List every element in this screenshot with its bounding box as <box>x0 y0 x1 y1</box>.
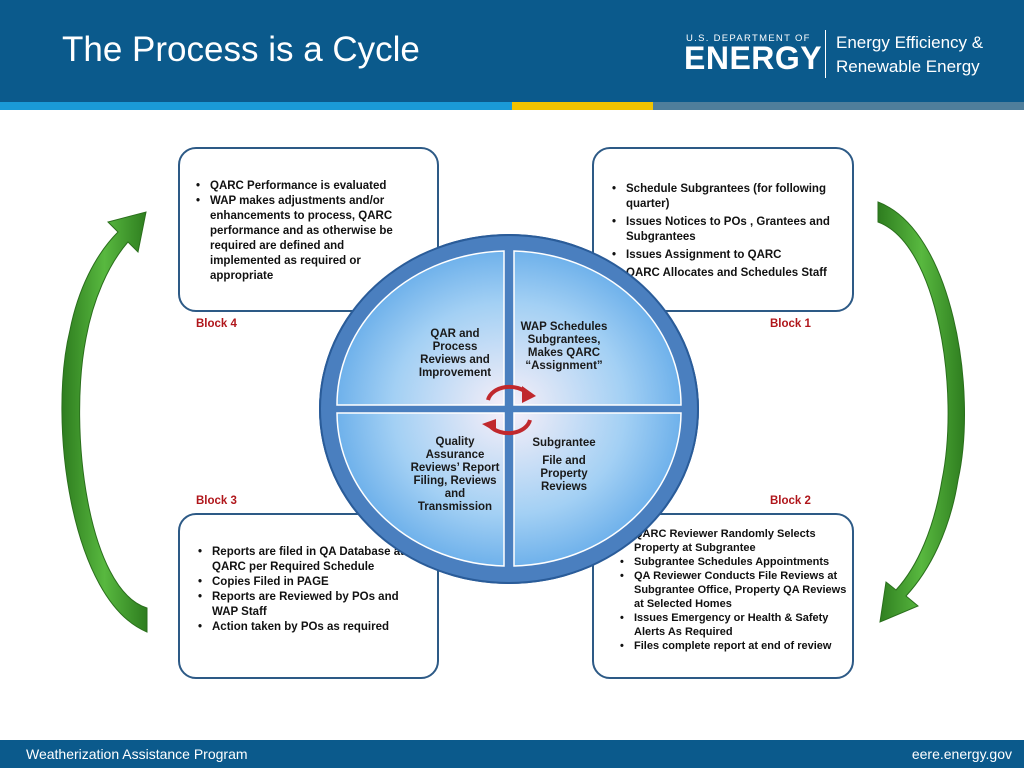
block-3-label: Block 3 <box>196 495 237 507</box>
list-item: Issues Assignment to QARC <box>610 248 846 263</box>
list-item: Reports are filed in QA Database at QARC… <box>196 545 416 575</box>
cycle-ring-front <box>319 234 699 584</box>
quadrant-bottom-right-front <box>513 412 682 567</box>
block-2-label: Block 2 <box>770 495 811 507</box>
footer-program-name: Weatherization Assistance Program <box>26 746 248 762</box>
quadrant-top-right-front <box>513 250 682 406</box>
accent-segment-blue <box>0 102 512 110</box>
quadrant-bottom-right-label-front: File and Property Reviews <box>540 455 588 493</box>
doe-logo-small-text: U.S. DEPARTMENT OF <box>686 33 811 44</box>
eere-line-2: Renewable Energy <box>836 57 980 76</box>
quadrant-top-right-label-front: WAP Schedules Subgrantees, Makes QARC “A… <box>520 321 608 372</box>
doe-logo-wordmark: ENERGY <box>684 40 823 76</box>
block-3-list: Reports are filed in QA Database at QARC… <box>196 545 416 635</box>
block-4-box: QARC Performance is evaluated WAP makes … <box>178 147 439 312</box>
block-4-list: QARC Performance is evaluated WAP makes … <box>194 179 409 284</box>
quadrant-bottom-left-label-front: Quality Assurance Reviews’ Report Filing… <box>410 436 500 513</box>
header-banner <box>0 0 1024 102</box>
block-3-box: Reports are filed in QA Database at QARC… <box>178 513 439 679</box>
eere-line-1: Energy Efficiency & <box>836 33 984 52</box>
list-item: Issues Emergency or Health & Safety Aler… <box>618 611 850 639</box>
curved-arrow-up-icon <box>61 211 148 633</box>
list-item: Subgrantee Schedules Appointments <box>618 555 850 569</box>
list-item: QARC Performance is evaluated <box>194 179 409 194</box>
footer-website-link[interactable]: eere.energy.gov <box>911 746 1012 762</box>
logo-divider <box>825 30 826 78</box>
quadrant-bottom-left-front <box>336 412 505 567</box>
accent-segment-grey <box>653 102 1024 110</box>
slide-title: The Process is a Cycle <box>62 30 420 69</box>
list-item: Schedule Subgrantees (for following quar… <box>610 182 846 212</box>
list-item: Copies Filed in PAGE <box>196 575 416 590</box>
list-item: Reports are Reviewed by POs and WAP Staf… <box>196 590 416 620</box>
block-1-list: Schedule Subgrantees (for following quar… <box>610 182 846 284</box>
block-2-list: QARC Reviewer Randomly Selects Property … <box>618 527 850 653</box>
curved-arrow-down-icon <box>877 201 965 623</box>
list-item: Issues Notices to POs , Grantees and Sub… <box>610 215 846 245</box>
block-4-label: Block 4 <box>196 318 237 330</box>
list-item: Files complete report at end of review <box>618 639 850 653</box>
list-item: Action taken by POs as required <box>196 620 416 635</box>
accent-segment-yellow <box>512 102 653 110</box>
header-accent-bar <box>0 102 1024 110</box>
quadrant-top-left-label-front: QAR and Process Reviews and Improvement <box>418 328 492 379</box>
footer-bar: Weatherization Assistance Program eere.e… <box>0 740 1024 768</box>
quadrant-bottom-right-heading-front: Subgrantee <box>532 437 596 449</box>
list-item: QARC Reviewer Randomly Selects Property … <box>618 527 850 555</box>
cycle-arrowheads-front <box>482 386 536 432</box>
quadrant-top-left-front <box>336 250 505 406</box>
block-1-label: Block 1 <box>770 318 811 330</box>
list-item: QA Reviewer Conducts File Reviews at Sub… <box>618 569 850 611</box>
list-item: WAP makes adjustments and/or enhancement… <box>194 194 409 284</box>
block-2-box: QARC Reviewer Randomly Selects Property … <box>592 513 854 679</box>
